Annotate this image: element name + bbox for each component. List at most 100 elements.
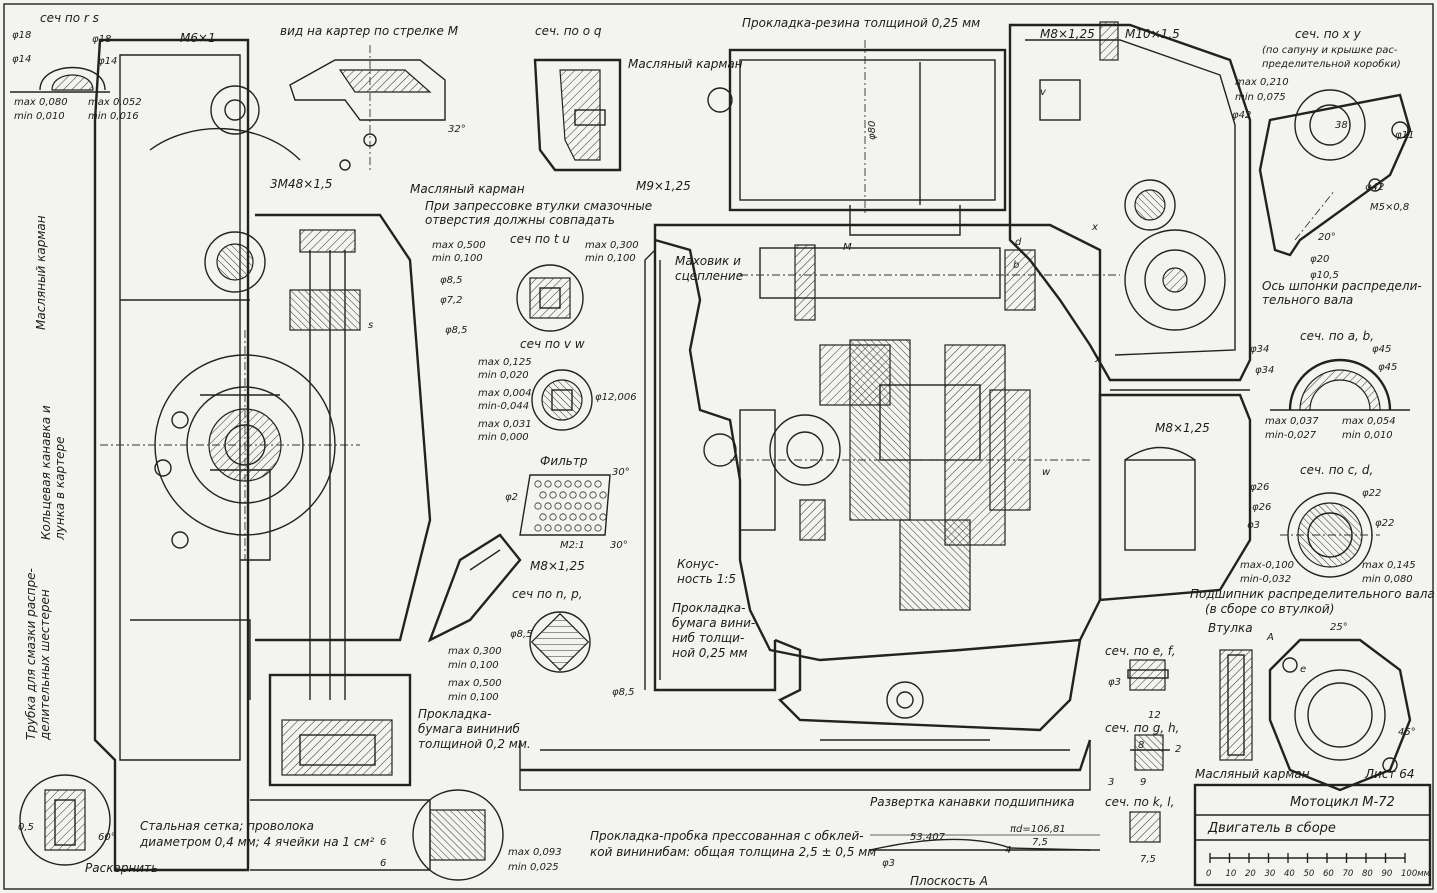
label-gasket-rubber: Прокладка-резина толщиной 0,25 мм: [742, 16, 980, 30]
tol-np-min1: min 0,100: [448, 660, 499, 671]
label-tube2: делительных шестерен: [38, 589, 52, 741]
label-gasket-bottom1: Прокладка-: [418, 707, 491, 721]
dim-phi2: φ2: [505, 492, 518, 503]
label-m6: М6×1: [180, 31, 216, 45]
label-sec-cd: сеч. по c, d,: [1300, 463, 1373, 477]
filter-hole: [554, 524, 562, 532]
label-flywheel1: Маховик и: [675, 254, 741, 268]
dim-d05: 0,5: [18, 822, 34, 833]
tol-xy-max: max 0,210: [1235, 77, 1289, 88]
dim-d3: 3: [1108, 777, 1114, 788]
filter-hole: [559, 491, 567, 499]
label-sec-kl: сеч. по k, l,: [1105, 795, 1174, 809]
dim-phi3b: φ3: [1108, 677, 1121, 688]
filter-hole: [544, 502, 552, 510]
label-sec-vw: сеч по v w: [520, 337, 585, 351]
tol-ab-min1: min-0,027: [1265, 430, 1317, 441]
filter-hole: [594, 502, 602, 510]
filter-hole: [579, 491, 587, 499]
letter-s: s: [368, 320, 373, 331]
label-engine: Двигатель в сборе: [1207, 821, 1336, 836]
dim-phi105: φ10,5: [1310, 270, 1339, 281]
tol-vw-min2: min-0,044: [478, 401, 529, 412]
label-key-axis2: тельного вала: [1262, 293, 1353, 307]
scale-tick-label: 20: [1245, 869, 1256, 879]
tol-np-max2: max 0,500: [448, 678, 502, 689]
dim-phi42b: φ42: [1365, 182, 1384, 193]
label-gasket-paper1: Прокладка-: [672, 601, 745, 615]
filter-hole: [544, 524, 552, 532]
filter-hole: [594, 480, 602, 488]
detail-section-xy: [1258, 89, 1412, 257]
scale-tick-label: 60: [1323, 869, 1334, 879]
letter-y: y: [1094, 352, 1102, 363]
scale-tick-label: 10: [1226, 869, 1237, 879]
dim-d60: 60°: [98, 832, 116, 843]
tol-ab-min2: min 0,010: [1342, 430, 1393, 441]
filter-hole: [584, 480, 592, 488]
label-sec-xy-note1: (по сапуну и крышке рас-: [1262, 45, 1398, 56]
label-sheet: Лист 64: [1364, 767, 1415, 781]
label-moto: Мотоцикл М-72: [1290, 795, 1395, 810]
main-engine-section: [427, 21, 1252, 791]
filter-hole: [564, 502, 572, 510]
letter-b: b: [1013, 260, 1019, 271]
label-steel-mesh2: диаметром 0,4 мм; 4 ячейки на 1 см²: [139, 835, 374, 849]
dim-phi14b: φ14: [98, 56, 117, 67]
filter-hole: [534, 480, 542, 488]
dim-phi18b: φ18: [92, 34, 111, 45]
tol-cd-max2: max 0,145: [1362, 560, 1416, 571]
tol-tu-max1: max 0,500: [432, 240, 486, 251]
scale-tick-label: 70: [1343, 869, 1354, 879]
label-m8: М8×1,25: [1040, 27, 1095, 41]
label-oil-pocket-4: Масляный карман: [1195, 767, 1310, 781]
oil-pump-section: [200, 213, 432, 871]
filter-hole: [574, 524, 582, 532]
dim-d12: 12: [1148, 710, 1161, 721]
filter-hole: [589, 491, 597, 499]
dim-phi11: φ11: [1395, 130, 1414, 141]
filter-hole: [579, 513, 587, 521]
tol-tu-max2: max 0,300: [585, 240, 639, 251]
label-tube1: Трубка для смазки распре-: [24, 568, 38, 740]
dim-phi45b: φ45: [1378, 362, 1397, 373]
filter-hole: [599, 491, 607, 499]
dim-phi22a: φ22: [1362, 488, 1381, 499]
filter-hole: [564, 480, 572, 488]
dim-d6b: 6: [380, 858, 386, 869]
dim-phi45a: φ45: [1372, 344, 1391, 355]
dim-d106: πd=106,81: [1010, 824, 1066, 835]
scale-tick-label: 80: [1362, 869, 1373, 879]
filter-hole: [534, 524, 542, 532]
filter-hole: [584, 524, 592, 532]
label-sec-xy: сеч. по x y: [1295, 27, 1362, 41]
label-sec-np: сеч по n, p,: [512, 587, 583, 601]
tol-np-min2: min 0,100: [448, 692, 499, 703]
dim-phi3: φ3: [1247, 520, 1260, 531]
tol-rs-max1: max 0,080: [14, 97, 68, 108]
dim-phi26b: φ26: [1252, 502, 1271, 513]
dim-a32: 32°: [448, 124, 466, 135]
tol-cd-max1: max-0,100: [1240, 560, 1294, 571]
filter-hole: [549, 513, 557, 521]
label-m8-125: М8×1,25: [530, 559, 585, 573]
camshaft-bearing: [1219, 638, 1412, 792]
drawing-frame: [3, 3, 1434, 890]
filter-hole: [574, 480, 582, 488]
dim-phi3c: φ3: [882, 858, 895, 869]
filter-hole: [564, 524, 572, 532]
label-gasket-paper2: бумага вини-: [672, 616, 755, 630]
dim-phi42: φ42: [1232, 110, 1251, 121]
dim-phi14: φ14: [12, 54, 31, 65]
tol-rs-min1: min 0,010: [14, 111, 65, 122]
filter-hole: [549, 491, 557, 499]
detail-section-rs: [10, 66, 110, 93]
filter-hole: [594, 524, 602, 532]
label-steel-mesh1: Стальная сетка; проволока: [140, 819, 314, 833]
tol-vw-min1: min 0,020: [478, 370, 529, 381]
label-bearing-title1: Подшипник распределительного вала: [1190, 587, 1435, 601]
letter-x: x: [1091, 222, 1098, 233]
dim-phi20: φ20: [1310, 254, 1329, 265]
detail-section-cd: [1280, 492, 1380, 578]
